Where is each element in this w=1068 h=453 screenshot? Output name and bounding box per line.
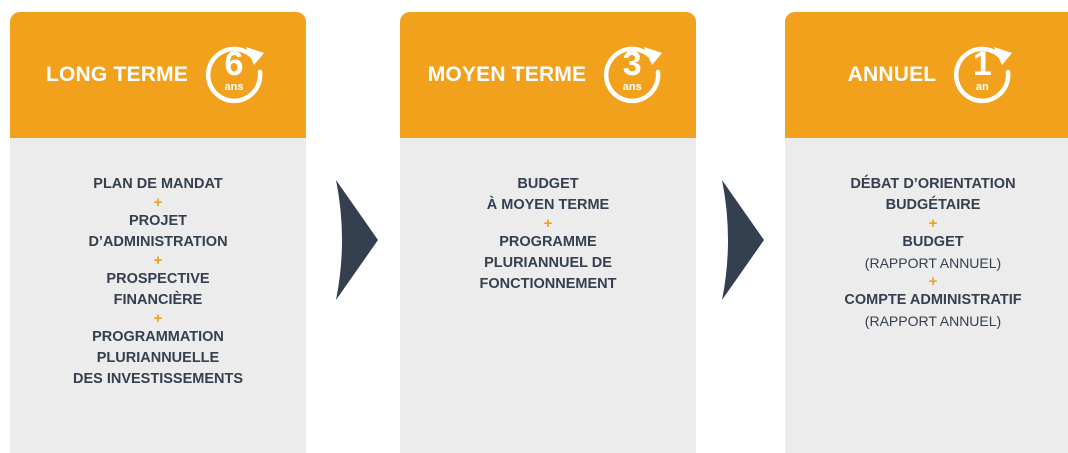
chevron-right-icon xyxy=(722,180,764,300)
cycle-arrow-icon: 3 ans xyxy=(596,39,668,111)
column-title: LONG TERME xyxy=(46,63,188,86)
item-prospective-financiere: PROSPECTIVE FINANCIÈRE xyxy=(106,271,210,308)
chevron-right-icon xyxy=(336,180,378,300)
item-budget-note: (RAPPORT ANNUEL) xyxy=(864,255,1002,271)
item-programme-pluriannuel: PROGRAMME PLURIANNUEL DE FONCTIONNEMENT xyxy=(479,234,617,292)
badge-unit: ans xyxy=(622,81,642,93)
plus-separator: + xyxy=(928,273,938,290)
plus-separator: + xyxy=(153,252,163,269)
column-body: BUDGET À MOYEN TERME + PROGRAMME PLURIAN… xyxy=(400,138,696,295)
column-header: MOYEN TERME 3 ans xyxy=(400,12,696,138)
item-compte-administratif: COMPTE ADMINISTRATIF xyxy=(844,292,1022,308)
item-programmation-pluriannuelle: PROGRAMMATION PLURIANNUELLE DES INVESTIS… xyxy=(72,329,243,387)
item-plan-de-mandat: PLAN DE MANDAT xyxy=(93,176,223,192)
plus-separator: + xyxy=(543,215,553,232)
plus-separator: + xyxy=(153,194,163,211)
cycle-arrow-icon: 1 an xyxy=(946,39,1018,111)
column-header: ANNUEL 1 an xyxy=(785,12,1068,138)
column-moyen-terme: MOYEN TERME 3 ans BUDGET À MOYEN TERME +… xyxy=(400,12,696,453)
item-debat-orientation: DÉBAT D’ORIENTATION BUDGÉTAIRE xyxy=(850,176,1016,213)
cycle-arrow-icon: 6 ans xyxy=(198,39,270,111)
plus-separator: + xyxy=(153,310,163,327)
badge-number: 3 xyxy=(622,45,642,83)
column-title: ANNUEL xyxy=(847,63,937,86)
column-annuel: ANNUEL 1 an DÉBAT D’ORIENTATION BUDGÉTAI… xyxy=(785,12,1068,453)
column-body: DÉBAT D’ORIENTATION BUDGÉTAIRE + BUDGET … xyxy=(785,138,1068,332)
item-projet-administration: PROJET D’ADMINISTRATION xyxy=(88,213,228,250)
item-compte-administratif-note: (RAPPORT ANNUEL) xyxy=(864,313,1002,329)
badge-unit: an xyxy=(975,81,989,93)
column-header: LONG TERME 6 ans xyxy=(10,12,306,138)
badge-unit: ans xyxy=(224,81,244,93)
column-body: PLAN DE MANDAT + PROJET D’ADMINISTRATION… xyxy=(10,138,306,390)
column-long-term: LONG TERME 6 ans PLAN DE MANDAT + PROJET… xyxy=(10,12,306,453)
plus-separator: + xyxy=(928,215,938,232)
item-budget: BUDGET xyxy=(902,234,964,250)
item-budget-moyen-terme: BUDGET À MOYEN TERME xyxy=(486,176,610,213)
badge-number: 1 xyxy=(972,45,992,83)
badge-number: 6 xyxy=(224,45,244,83)
column-title: MOYEN TERME xyxy=(427,63,587,86)
